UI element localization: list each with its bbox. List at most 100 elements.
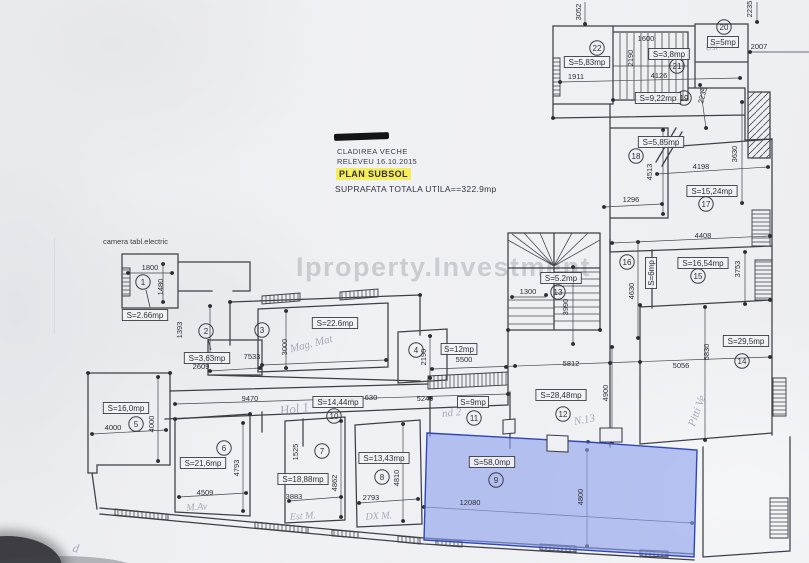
walls-layer (87, 23, 809, 561)
room-number: 4 (414, 346, 419, 355)
dimension-label: 4900 (601, 385, 610, 402)
handwriting-note: nd 2 (441, 406, 462, 420)
area-label-text: S=5.2mp (545, 274, 578, 283)
area-label-text: S=6mp (647, 260, 656, 286)
room-number: 20 (720, 23, 729, 32)
building-title: CLADIREA VECHE (337, 147, 408, 156)
dimension-label: 1600 (638, 34, 655, 43)
room-annotation: 18S=5,85mp (628, 136, 685, 164)
room-annotation: 14S=29,5mp (722, 335, 770, 369)
room-area-label: S=58,0mp (468, 456, 516, 468)
survey-date: RELEVEU 16.10.2015 (337, 157, 418, 166)
room-annotation: 4 S=12mp (408, 342, 478, 358)
dimension-label: 1296 (623, 195, 640, 204)
room-area-label: S=5.2mp (540, 272, 582, 284)
room-number: 10 (330, 412, 339, 421)
room-annotation: 19S=9,22mp (634, 90, 692, 106)
dimension-label: 5249 (417, 394, 434, 403)
paper-crease (54, 238, 55, 334)
area-label-text: S=9mp (460, 398, 486, 407)
dimension-label: 3000 (280, 339, 289, 356)
room-number-badge (216, 440, 232, 456)
room-number: 21 (673, 62, 682, 71)
area-label-box (563, 56, 611, 68)
room-number: 19 (680, 94, 689, 103)
area-label-text: S=12mp (444, 345, 475, 354)
camera-room-label: camera tabl.electric (103, 237, 169, 246)
dimension-label: 4509 (197, 488, 214, 497)
room-annotation: 3 S=22.6mp (254, 317, 359, 338)
room-annotation: 1S=2.66mp (121, 274, 169, 321)
room-area-label: S=15,24mp (686, 185, 738, 197)
wall-tabs (502, 418, 623, 453)
dimension-label: 4862 (330, 475, 339, 492)
room-annotation: 6S=21,6mp (179, 440, 232, 469)
area-label-text: S=22.6mp (317, 319, 354, 328)
room-number: 22 (593, 44, 602, 53)
dimension-label: 2190 (626, 50, 635, 67)
room-area-label: S=5,85mp (637, 136, 685, 148)
room-number-badge (326, 408, 342, 424)
area-label-box (634, 92, 682, 104)
dimension-label: 2235 (745, 1, 754, 18)
total-area: SUPRAFATA TOTALA UTILA==322.9mp (335, 184, 497, 194)
dimension-label: 4630 (627, 283, 636, 300)
room-number-badge (198, 323, 214, 339)
area-label-text: S=28,48mp (540, 391, 582, 400)
dimension-dots (86, 20, 772, 548)
room-annotation: 5S=16,0mp (102, 402, 150, 432)
dimension-label: 630 (365, 393, 378, 402)
room-area-label: S=29,5mp (722, 335, 770, 347)
room-number-badge (628, 148, 644, 164)
area-label-box (707, 36, 739, 48)
dimension-label: 2190 (419, 349, 428, 366)
area-label-box (648, 48, 690, 60)
room-number: 7 (320, 447, 325, 456)
room-leader-line (207, 338, 212, 351)
area-label-text: S=21,6mp (185, 459, 222, 468)
room-area-label: S=21,6mp (179, 457, 227, 469)
area-label-box (358, 452, 410, 464)
room-number-badge (408, 342, 424, 358)
area-label-box (277, 473, 329, 485)
room-annotation: 11S=9mp (457, 396, 489, 426)
room-annotation: 17S=15,24mp (686, 185, 738, 212)
room-leader-line (145, 289, 151, 308)
dimension-label: 3052 (574, 4, 583, 21)
stair-treads (507, 33, 688, 325)
room-number: 3 (260, 326, 265, 335)
room-number-badge (374, 469, 390, 485)
area-label-box (677, 257, 729, 269)
area-label-text: S=15,24mp (691, 187, 733, 196)
area-label-box (121, 309, 169, 321)
room-area-label: S=5,83mp (563, 56, 611, 68)
room-area-label: S=3,8mp (648, 48, 690, 60)
room-annotation: 15S=16,54mp (677, 257, 729, 284)
room-area-label: S=16,54mp (677, 257, 729, 269)
room-number-badge (716, 19, 732, 35)
area-label-box (535, 389, 587, 401)
room-annotation: 21 S=3,8mp (648, 48, 690, 74)
room-annotation: 10S=14,44mp (312, 396, 364, 424)
area-label-text: S=5,83mp (569, 58, 606, 67)
room-number: 12 (559, 410, 568, 419)
room-number: 1 (141, 278, 146, 287)
room-area-label: S=3,63mp (183, 352, 231, 364)
room-annotation: 9S=58,0mp (468, 456, 516, 488)
room-annotation: 22S=5,83mp (563, 40, 611, 68)
area-label-text: S=5,85mp (643, 138, 680, 147)
room-number-badge (128, 416, 144, 432)
dimension-label: 4513 (645, 164, 654, 181)
room-area-label: S=16,0mp (102, 402, 150, 414)
area-label-box (183, 352, 231, 364)
room-annotation: 2S=3,63mp (183, 323, 231, 364)
room-number: 8 (380, 473, 385, 482)
room-area-label: S=22.6mp (311, 317, 359, 329)
dimension-label: 5056 (673, 361, 690, 370)
room-number-badge (466, 410, 482, 426)
room-area-label: S=9mp (457, 396, 489, 408)
